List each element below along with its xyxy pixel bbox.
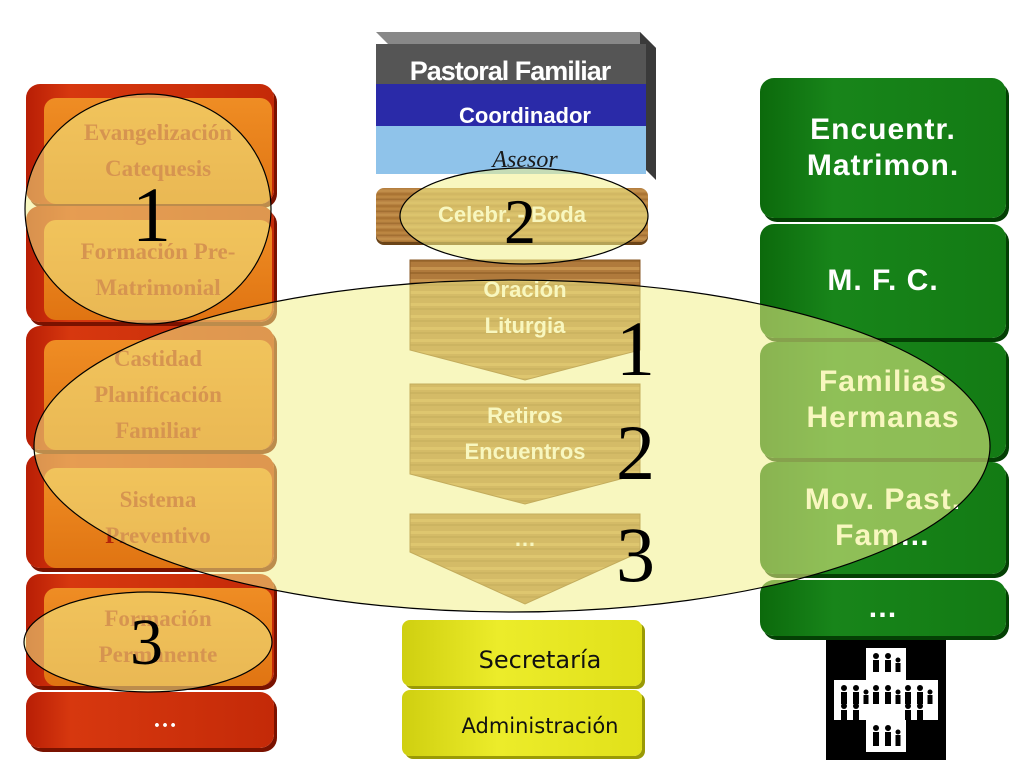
marker-left-bottom: 3 bbox=[130, 606, 163, 679]
right-item-line: Matrimon. bbox=[806, 149, 960, 182]
prayer-liturgy-item[interactable]: Oración Liturgia bbox=[410, 272, 640, 344]
retreats-encounters-item[interactable]: Retiros Encuentros bbox=[410, 398, 640, 470]
right-item-more[interactable]: … bbox=[760, 580, 1006, 636]
retreats-label: Retiros bbox=[487, 403, 563, 428]
right-item-line: Familias bbox=[818, 365, 948, 398]
administration-block[interactable] bbox=[402, 690, 642, 756]
left-item-sistema[interactable]: Sistema Preventivo bbox=[44, 468, 272, 568]
left-item-line: Sistema bbox=[119, 487, 197, 512]
administration-label: Administración bbox=[461, 714, 619, 738]
family-cross-logo bbox=[826, 640, 946, 760]
coordinator-label[interactable]: Coordinador bbox=[459, 103, 591, 128]
secretary-label: Secretaría bbox=[478, 646, 602, 674]
center-more-item[interactable]: … bbox=[514, 526, 536, 551]
right-item-line: … bbox=[867, 591, 899, 624]
family-cross-icon bbox=[834, 648, 938, 752]
marker-left-top: 1 bbox=[132, 171, 171, 258]
right-item-line: Encuentr. bbox=[810, 113, 956, 146]
right-item-line: M. F. C. bbox=[827, 264, 939, 297]
left-item-line: Castidad bbox=[113, 346, 203, 371]
encounters-label: Encuentros bbox=[464, 439, 586, 464]
right-item-line: Mov. Past. bbox=[804, 483, 962, 516]
left-item-line: Matrimonial bbox=[95, 275, 221, 300]
left-item-more[interactable]: … bbox=[26, 692, 274, 748]
leadership-stack bbox=[376, 32, 656, 180]
liturgy-label: Liturgia bbox=[484, 313, 566, 338]
prayer-label: Oración bbox=[483, 277, 567, 302]
title-pastoral-familiar: Pastoral Familiar bbox=[409, 56, 612, 86]
right-item-mfc[interactable]: M. F. C. bbox=[760, 224, 1006, 338]
left-item-line: Planificación bbox=[94, 382, 222, 407]
right-item-encuentro-matrimonial[interactable]: Encuentr. Matrimon. bbox=[760, 78, 1006, 218]
right-item-line: Hermanas bbox=[806, 401, 960, 434]
right-item-mov-past-fam[interactable]: Mov. Past. Fam… bbox=[760, 462, 1006, 574]
advisor-label[interactable]: Asesor bbox=[492, 147, 558, 173]
marker-center-2: 2 bbox=[616, 409, 655, 496]
left-item-castidad[interactable]: Castidad Planificación Familiar bbox=[44, 340, 272, 450]
secretary-block[interactable] bbox=[402, 620, 642, 686]
right-item-line: Fam… bbox=[835, 519, 931, 552]
left-item-line: Preventivo bbox=[105, 523, 211, 548]
left-item-line: … bbox=[153, 706, 177, 733]
marker-wedding: 2 bbox=[504, 186, 536, 257]
left-item-line: Evangelización bbox=[83, 120, 233, 145]
right-item-familias-hermanas[interactable]: Familias Hermanas bbox=[760, 342, 1006, 458]
marker-center-3: 3 bbox=[616, 511, 655, 598]
marker-center-1: 1 bbox=[616, 305, 655, 392]
left-item-line: Familiar bbox=[115, 418, 201, 443]
